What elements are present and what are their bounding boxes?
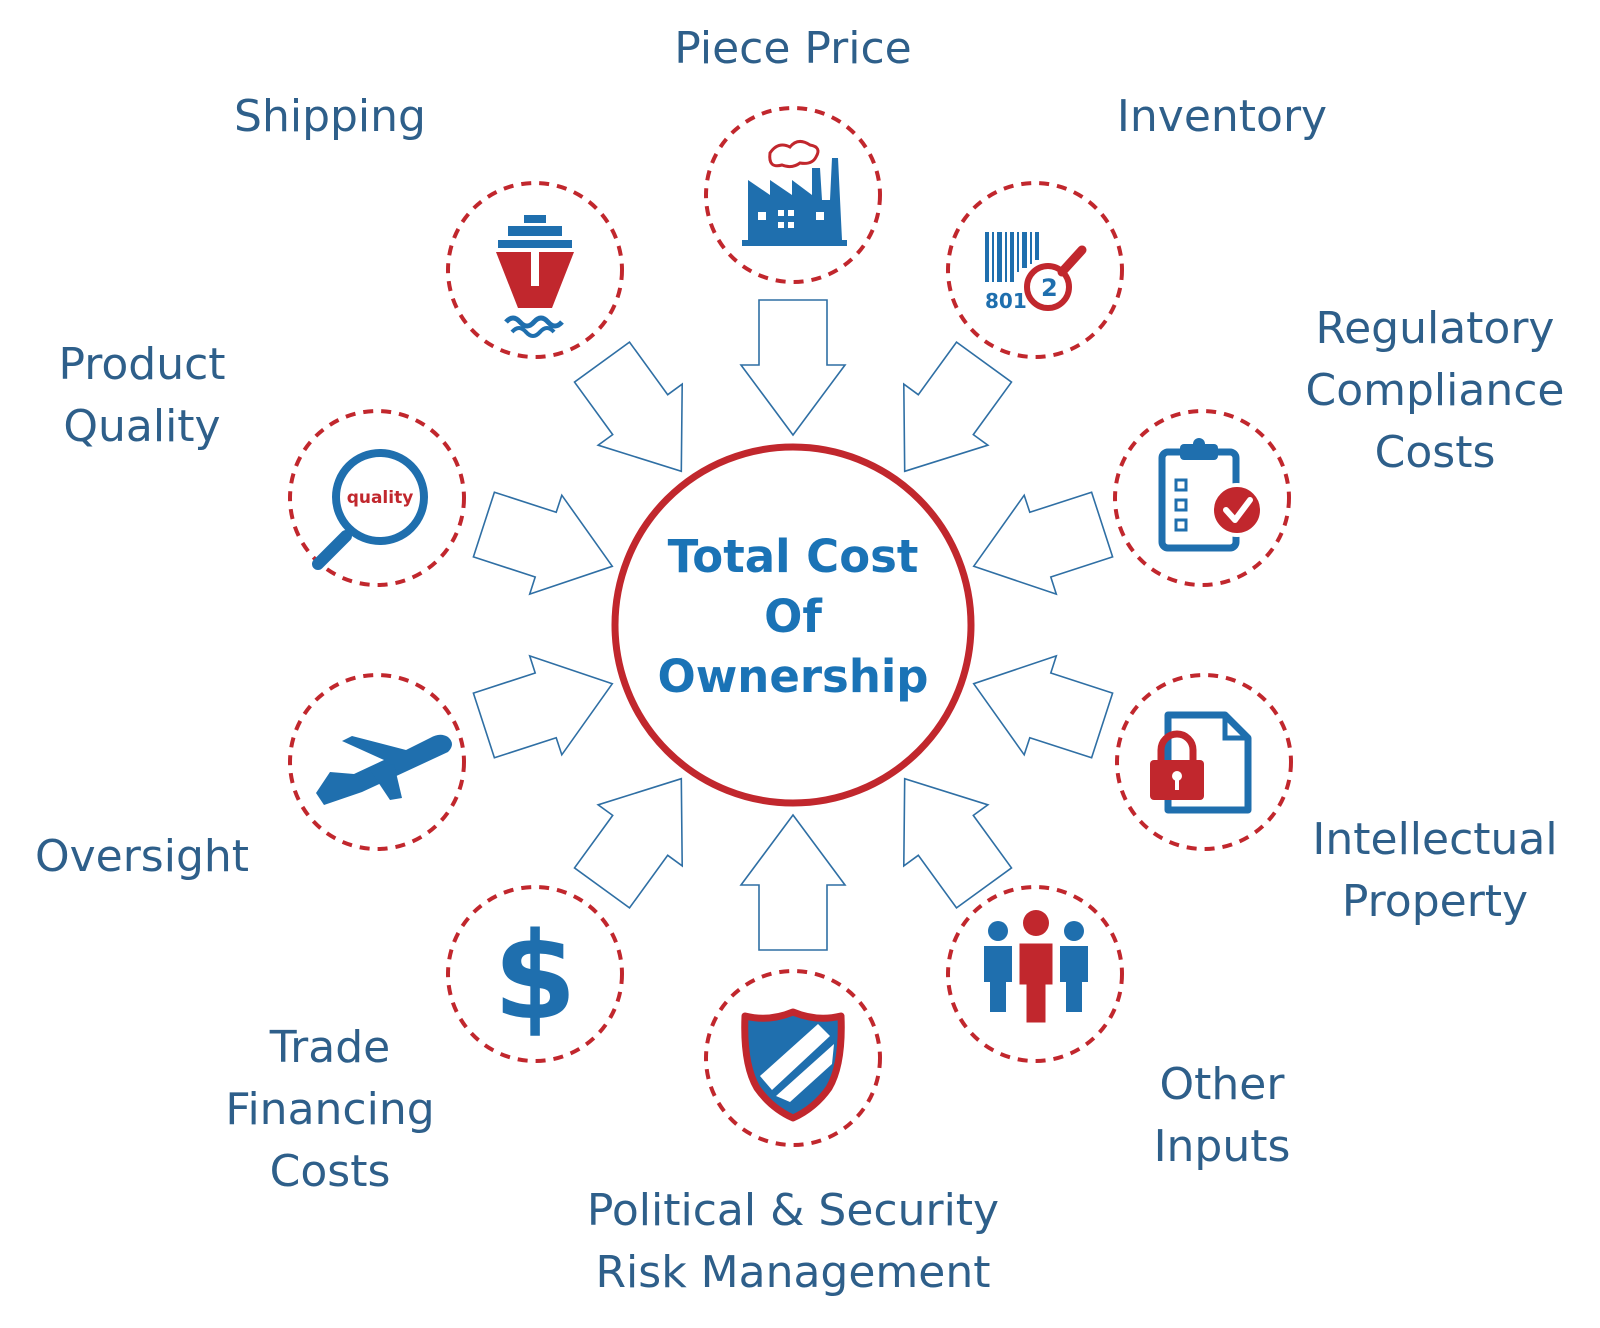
label-line: Risk Management bbox=[595, 1247, 991, 1298]
locked-document-icon bbox=[1150, 711, 1252, 814]
inward-arrow bbox=[472, 491, 614, 596]
factory-icon bbox=[742, 140, 847, 246]
label-line: Political & Security bbox=[586, 1185, 1000, 1236]
label-oversight: Oversight bbox=[35, 826, 249, 888]
label-line: Costs bbox=[269, 1146, 391, 1197]
label-line: Oversight bbox=[34, 831, 250, 882]
barcode-magnifier-icon: 801 2 bbox=[985, 232, 1087, 313]
factor-other-inputs-icon-group bbox=[946, 885, 1124, 1063]
label-intellectual-property: Intellectual Property bbox=[1312, 809, 1557, 933]
people-group-icon bbox=[984, 910, 1088, 1026]
inward-arrow bbox=[902, 777, 1013, 910]
label-shipping: Shipping bbox=[234, 86, 426, 148]
inward-arrow bbox=[739, 299, 847, 437]
clipboard-check-icon bbox=[1158, 438, 1264, 552]
quality-text: quality bbox=[347, 488, 414, 508]
center-title-line: Of bbox=[764, 590, 822, 643]
label-regulatory-compliance-costs: Regulatory Compliance Costs bbox=[1306, 298, 1565, 484]
ship-icon bbox=[496, 215, 574, 338]
center-title-line: Ownership bbox=[657, 650, 929, 703]
label-line: Regulatory bbox=[1315, 303, 1555, 354]
factor-product-quality-icon-group: quality bbox=[288, 409, 466, 587]
label-line: Product bbox=[58, 339, 226, 390]
label-line: Compliance bbox=[1305, 365, 1565, 416]
factor-trade-financing-icon-group: $ bbox=[446, 885, 624, 1063]
label-line: Shipping bbox=[234, 91, 426, 142]
factor-inventory-icon-group: 801 2 bbox=[946, 181, 1124, 359]
dashed-ring bbox=[446, 885, 624, 1063]
factor-shipping-icon-group bbox=[446, 181, 624, 359]
label-line: Piece Price bbox=[674, 23, 912, 74]
label-line: Property bbox=[1341, 876, 1529, 927]
factor-oversight-icon-group bbox=[288, 673, 466, 851]
label-piece-price: Piece Price bbox=[674, 18, 911, 80]
dollar-sign-icon: $ bbox=[493, 908, 577, 1047]
label-line: Trade bbox=[269, 1022, 391, 1073]
inward-arrow bbox=[739, 813, 847, 951]
factor-regulatory-icon-group bbox=[1113, 409, 1291, 587]
label-line: Costs bbox=[1374, 427, 1496, 478]
label-political-security-risk-management: Political & Security Risk Management bbox=[587, 1180, 999, 1304]
label-line: Inventory bbox=[1116, 91, 1328, 142]
inward-arrow bbox=[573, 777, 684, 910]
inward-arrow bbox=[573, 340, 684, 473]
center-circle bbox=[611, 443, 975, 807]
quality-magnifier-icon: quality bbox=[312, 449, 428, 570]
dashed-ring bbox=[288, 673, 466, 851]
center-title: Total Cost Of Ownership bbox=[657, 527, 928, 707]
inward-arrow bbox=[902, 340, 1013, 473]
inward-arrow bbox=[972, 491, 1114, 596]
center-title-line: Total Cost bbox=[667, 530, 919, 583]
label-line: Other bbox=[1159, 1059, 1285, 1110]
airplane-icon bbox=[316, 734, 452, 805]
label-line: Intellectual bbox=[1312, 814, 1558, 865]
shield-icon bbox=[741, 1008, 845, 1122]
label-line: Financing bbox=[225, 1084, 435, 1135]
label-product-quality: Product Quality bbox=[58, 334, 225, 458]
factor-political-security-icon-group bbox=[704, 969, 882, 1147]
barcode-number: 801 bbox=[985, 289, 1027, 313]
factor-intellectual-property-icon-group bbox=[1115, 673, 1293, 851]
inward-arrows bbox=[472, 299, 1114, 951]
label-line: Quality bbox=[63, 401, 221, 452]
label-other-inputs: Other Inputs bbox=[1154, 1054, 1291, 1178]
label-line: Inputs bbox=[1153, 1121, 1291, 1172]
inward-arrow bbox=[472, 654, 614, 759]
svg-text:2: 2 bbox=[1041, 274, 1058, 302]
label-trade-financing-costs: Trade Financing Costs bbox=[225, 1017, 434, 1203]
factor-piece-price-icon-group bbox=[704, 106, 882, 284]
label-inventory: Inventory bbox=[1117, 86, 1327, 148]
inward-arrow bbox=[972, 654, 1114, 759]
